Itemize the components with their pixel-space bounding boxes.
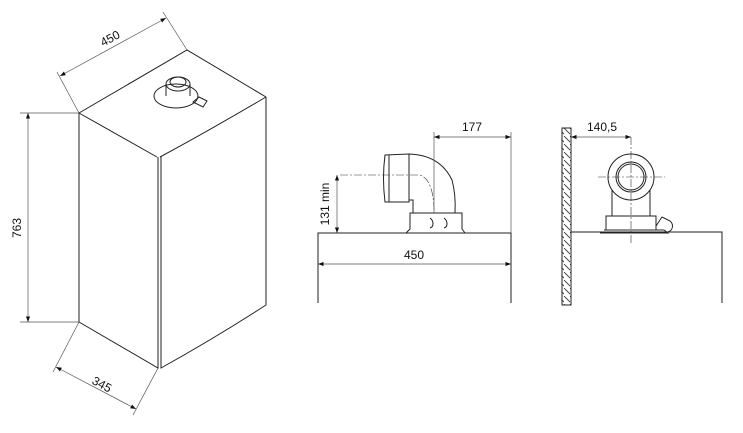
side-view: 177 131 min 450	[317, 120, 512, 303]
depth-label: 345	[90, 374, 115, 396]
dimension-flue-height: 131 min	[318, 175, 340, 233]
flue-offset-label: 177	[462, 120, 482, 134]
flue-elbow-side	[340, 153, 466, 234]
front-view: 140,5	[561, 120, 723, 306]
dimension-flue-offset: 177	[433, 120, 512, 233]
wall-distance-label: 140,5	[587, 120, 617, 134]
flue-height-label: 131 min	[318, 183, 332, 226]
dimension-height: 763	[10, 112, 79, 323]
dimension-width: 450	[56, 11, 188, 114]
dimension-side-width: 450	[318, 248, 511, 267]
dimension-depth: 345	[52, 321, 159, 416]
flue-adapter-iso	[153, 76, 208, 109]
isometric-view: 763 450 345	[10, 11, 267, 416]
side-width-label: 450	[404, 248, 424, 262]
wall-hatch	[561, 127, 572, 306]
width-label: 450	[98, 27, 123, 49]
flue-adapter-front	[598, 137, 673, 245]
dimension-wall-distance: 140,5	[571, 120, 631, 140]
height-label: 763	[10, 218, 24, 238]
